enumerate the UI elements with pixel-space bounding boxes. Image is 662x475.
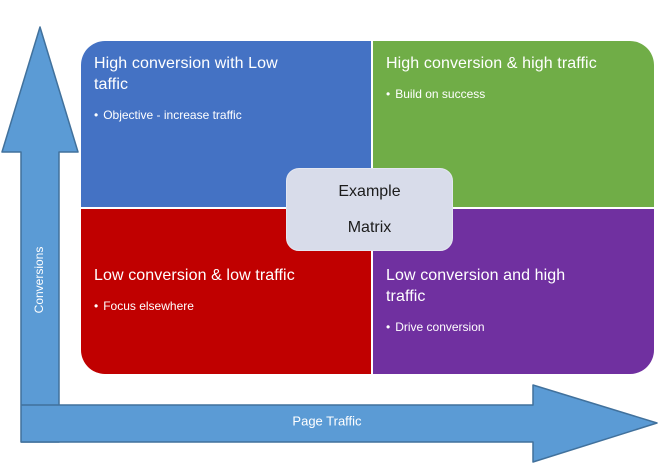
x-axis-arrow-right-icon bbox=[21, 384, 658, 463]
bullet-icon: • bbox=[386, 320, 391, 334]
quadrant-bullet-text: Drive conversion bbox=[395, 320, 485, 334]
quadrant-bullet-text: Objective - increase traffic bbox=[103, 108, 242, 122]
center-title-line2: Matrix bbox=[347, 218, 392, 236]
bullet-icon: • bbox=[386, 87, 391, 101]
y-axis-arrow-up-icon bbox=[1, 26, 79, 443]
quadrant-bullet-item: • Objective - increase traffic bbox=[94, 108, 357, 123]
bullet-icon: • bbox=[94, 108, 99, 122]
center-title-line1: Example bbox=[338, 182, 401, 200]
bullet-icon: • bbox=[94, 299, 99, 313]
quadrant-bullet-text: Focus elsewhere bbox=[103, 299, 194, 313]
quadrant-bullet-item: • Build on success bbox=[386, 87, 640, 102]
quadrant-title: High conversion & high traffic bbox=[386, 55, 597, 72]
y-axis-label: Conversions bbox=[32, 246, 46, 314]
quadrant-bullet-item: • Drive conversion bbox=[386, 320, 640, 335]
x-axis-label: Page Traffic bbox=[292, 413, 362, 429]
quadrant-title: Low conversion & low traffic bbox=[94, 267, 295, 284]
quadrant-title: Low conversion and high traffic bbox=[386, 267, 566, 305]
quadrant-bullet-text: Build on success bbox=[395, 87, 486, 101]
center-title-box: Example Matrix bbox=[286, 168, 453, 251]
quadrant-bullet-item: • Focus elsewhere bbox=[94, 299, 357, 314]
quadrant-title: High conversion with Low taffic bbox=[94, 55, 278, 93]
